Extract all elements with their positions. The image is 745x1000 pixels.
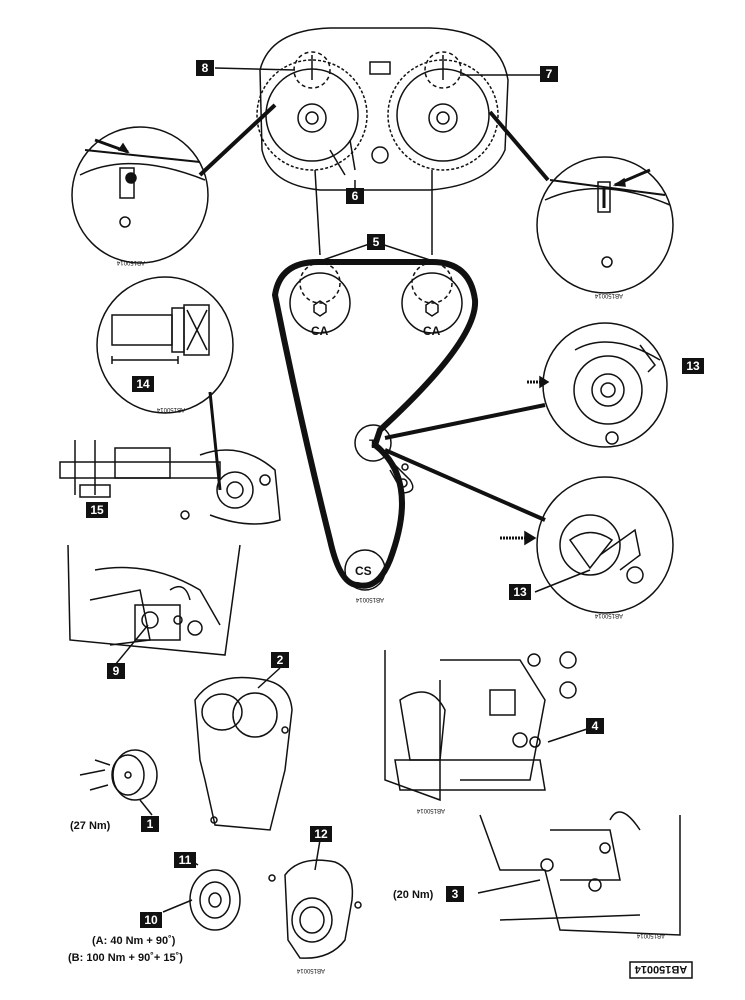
svg-text:15: 15: [90, 503, 104, 517]
detail-left-code: AB150014: [116, 259, 145, 265]
caliper-drawing: [59, 440, 281, 525]
callout-11: 11: [174, 852, 196, 868]
callout-4: 4: [586, 718, 604, 734]
svg-text:12: 12: [314, 827, 328, 841]
camshaft-assembly: [256, 27, 509, 191]
gauge-detail: [96, 276, 234, 491]
callout-6: 6: [346, 188, 364, 204]
callout-15: 15: [86, 502, 108, 518]
tensioner-label: T: [369, 437, 377, 451]
svg-text:11: 11: [179, 853, 192, 867]
gauge-code: AB150014: [156, 406, 185, 412]
engine-corner-code: AB150014: [636, 932, 665, 938]
svg-text:13: 13: [686, 359, 700, 373]
svg-text:4: 4: [592, 719, 599, 733]
engine-detail-9: [67, 544, 241, 666]
svg-text:7: 7: [546, 67, 553, 81]
callout-3: 3: [446, 886, 464, 902]
detail-circle-left: [71, 103, 277, 264]
camshaft-pulley-left: [289, 262, 351, 334]
svg-text:1: 1: [147, 817, 154, 831]
bracket-detail-4: [384, 650, 591, 802]
detail-circle-right: [488, 110, 674, 294]
timing-cover: [194, 667, 293, 831]
svg-text:2: 2: [277, 653, 284, 667]
callout-8: 8: [196, 60, 214, 76]
idler-pulley-1: [79, 749, 158, 816]
callout-12: 12: [310, 826, 332, 842]
callout-1: 1: [141, 816, 159, 832]
callout-10: 10: [140, 912, 162, 928]
callout-7: 7: [540, 66, 558, 82]
svg-text:10: 10: [144, 913, 158, 927]
callout-5: 5: [367, 234, 385, 250]
torque-1: (27 Nm): [70, 820, 111, 832]
belt-code: AB150014: [355, 596, 384, 602]
callout-13-upper: 13: [682, 358, 704, 374]
camshaft-right-label: CA: [423, 324, 441, 338]
svg-text:9: 9: [113, 664, 120, 678]
torque-10a: (A: 40 Nm + 90˚): [92, 935, 176, 947]
svg-text:3: 3: [452, 887, 459, 901]
torque-10b: (B: 100 Nm + 90˚+ 15˚): [68, 952, 183, 964]
svg-text:8: 8: [202, 61, 209, 75]
detail-right-code: AB150014: [594, 292, 623, 298]
crank-pulley: [162, 859, 241, 931]
camshaft-left-label: CA: [311, 324, 329, 338]
engine-corner-3: [477, 811, 681, 936]
svg-text:5: 5: [373, 235, 380, 249]
svg-text:6: 6: [352, 189, 359, 203]
upper-cover-12: [268, 839, 362, 959]
diagram-code-box: AB150014: [629, 961, 693, 979]
callout-9: 9: [107, 663, 125, 679]
callout-14: 14: [132, 376, 154, 392]
svg-text:13: 13: [513, 585, 527, 599]
svg-text:14: 14: [136, 377, 150, 391]
svg-text:AB150014: AB150014: [634, 963, 687, 975]
torque-3: (20 Nm): [393, 889, 434, 901]
bracket-code: AB150014: [416, 807, 445, 813]
idler-cover-code: AB150014: [296, 967, 325, 973]
tensioner-pulley: [354, 424, 414, 494]
leader-lines: [214, 67, 540, 261]
crankshaft-pulley: [344, 549, 386, 591]
camshaft-pulley-right: [401, 262, 463, 334]
tensioner-detail-upper: [384, 322, 668, 448]
tensioner-detail-lower: [384, 448, 674, 614]
crankshaft-label: CS: [355, 564, 372, 578]
callout-2: 2: [271, 652, 289, 668]
tensioner-lower-code: AB150014: [594, 612, 623, 618]
callout-13-lower: 13: [509, 584, 531, 600]
